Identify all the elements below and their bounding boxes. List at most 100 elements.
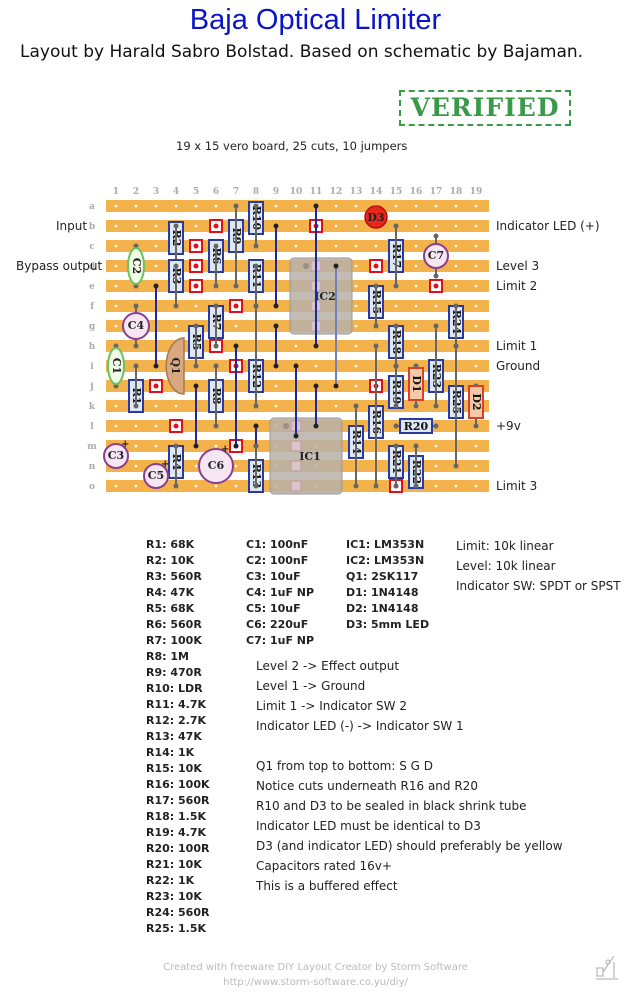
hole — [334, 204, 338, 208]
row-label: n — [89, 462, 96, 472]
row-label: g — [89, 322, 96, 332]
lead-dot — [393, 223, 399, 229]
pot-spec: Level: 10k linear — [456, 559, 556, 573]
hole — [154, 444, 158, 448]
polarity-plus: + — [221, 444, 229, 455]
hole — [194, 224, 198, 228]
label-indicator-led: Indicator LED (+) — [496, 219, 600, 233]
hole — [474, 244, 478, 248]
jumper-end — [313, 423, 319, 429]
led-label: D3 — [367, 211, 384, 224]
hole — [414, 284, 418, 288]
hole — [354, 224, 358, 228]
hole — [274, 384, 278, 388]
hole — [134, 484, 138, 488]
footer-credit: Created with freeware DIY Layout Creator… — [163, 962, 468, 973]
row-label: c — [89, 242, 95, 252]
strip-cut-dot — [433, 283, 439, 289]
hole — [154, 404, 158, 408]
jumper-end — [333, 263, 339, 269]
label-input: Input — [56, 219, 88, 233]
hole — [134, 464, 138, 468]
wiring-note: Level 1 -> Ground — [256, 679, 366, 693]
hole — [294, 204, 298, 208]
general-note: R10 and D3 to be sealed in black shrink … — [256, 799, 527, 813]
footer-url[interactable]: http://www.storm-software.co.yu/diy/ — [223, 977, 408, 988]
strip-cut-dot — [213, 223, 219, 229]
ic-pin — [290, 440, 302, 452]
hole — [434, 224, 438, 228]
hole — [114, 264, 118, 268]
hole — [114, 244, 118, 248]
board-info: 19 x 15 vero board, 25 cuts, 10 jumpers — [176, 139, 408, 153]
hole — [354, 264, 358, 268]
polarity-plus: + — [161, 459, 169, 470]
hole — [414, 304, 418, 308]
hole — [294, 244, 298, 248]
hole — [114, 304, 118, 308]
hole — [234, 484, 238, 488]
lead-dot — [393, 363, 399, 369]
capacitor-label: C5 — [148, 469, 164, 482]
lead-dot — [393, 323, 399, 329]
hole — [114, 484, 118, 488]
hole — [154, 264, 158, 268]
lead-dot — [233, 283, 239, 289]
lead-dot — [373, 343, 379, 349]
hole — [354, 244, 358, 248]
hole — [194, 464, 198, 468]
strip-cut-dot — [193, 243, 199, 249]
hole — [454, 224, 458, 228]
hole — [154, 424, 158, 428]
label-level-3: Level 3 — [496, 259, 540, 273]
lead-dot — [253, 303, 259, 309]
resistor-value: R14: 1K — [146, 746, 195, 759]
lead-dot — [373, 283, 379, 289]
capacitor-label: C2 — [130, 258, 143, 274]
row-label: j — [89, 382, 93, 392]
resistor-value: R2: 10K — [146, 554, 195, 567]
row-label: i — [90, 362, 94, 372]
hole — [154, 224, 158, 228]
resistor-value: R17: 560R — [146, 794, 210, 807]
resistor-value: R19: 4.7K — [146, 826, 207, 839]
column-label: 13 — [350, 187, 363, 197]
resistor-value: R13: 47K — [146, 730, 202, 743]
hole — [314, 364, 318, 368]
semiconductor-value: IC2: LM353N — [346, 554, 425, 567]
resistor-value: R23: 10K — [146, 890, 202, 903]
capacitor-value: C1: 100nF — [246, 538, 309, 551]
strip-cut-dot — [373, 263, 379, 269]
column-label: 19 — [470, 187, 483, 197]
hole — [354, 364, 358, 368]
lead-dot — [213, 363, 219, 369]
label-bypass-output: Bypass output — [16, 259, 103, 273]
general-note: Indicator LED must be identical to D3 — [256, 819, 481, 833]
row-label: a — [89, 202, 95, 212]
lead-dot — [393, 403, 399, 409]
lead-dot — [133, 403, 139, 409]
column-label: 14 — [370, 187, 383, 197]
lead-dot — [433, 273, 439, 279]
hole — [194, 204, 198, 208]
lead-dot — [173, 303, 179, 309]
label-limit-3: Limit 3 — [496, 479, 538, 493]
resistor-value: R3: 560R — [146, 570, 202, 583]
hole — [454, 204, 458, 208]
hole — [434, 304, 438, 308]
lead-dot — [453, 343, 459, 349]
capacitor-body — [143, 463, 169, 489]
hole — [474, 284, 478, 288]
resistor-value: R1: 68K — [146, 538, 195, 551]
jumper-end — [333, 383, 339, 389]
hole — [434, 464, 438, 468]
lead-dot — [173, 223, 179, 229]
lead-dot — [453, 463, 459, 469]
lead-dot — [213, 303, 219, 309]
row-label: o — [89, 482, 95, 492]
ic-ic2: IC2 — [289, 257, 353, 335]
general-note: Q1 from top to bottom: S G D — [256, 759, 434, 773]
lead-dot — [213, 283, 219, 289]
diylc-logo-icon — [596, 955, 618, 980]
hole — [474, 464, 478, 468]
